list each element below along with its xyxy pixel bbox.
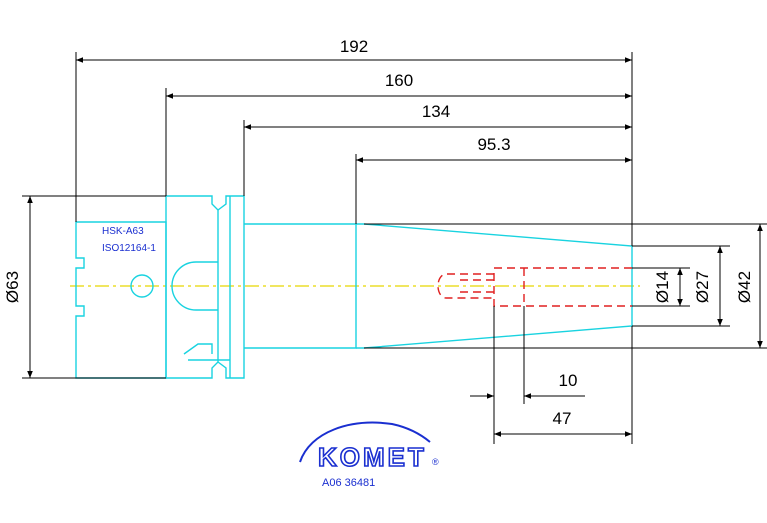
dimension-lines <box>27 57 763 437</box>
logo-text: KOMET <box>318 442 427 472</box>
logo-trademark: ® <box>432 457 439 467</box>
dim-body-dia: Ø42 <box>735 271 754 303</box>
hidden-bore <box>437 267 632 307</box>
komet-logo: KOMET ® A06 36481 <box>299 421 439 489</box>
dim-tip-dia: Ø27 <box>693 271 712 303</box>
dim-depth-47: 47 <box>553 409 572 428</box>
part-code: A06 36481 <box>322 477 375 489</box>
dim-depth-10: 10 <box>559 371 578 390</box>
extension-lines <box>22 52 767 444</box>
dim-flange-dia: Ø63 <box>3 271 22 303</box>
dim-bore-dia: Ø14 <box>653 271 672 303</box>
part-outline <box>75 195 633 379</box>
standard-label: ISO12164-1 <box>102 243 156 254</box>
dim-length-95: 95.3 <box>477 135 510 154</box>
logo-swoosh <box>299 421 431 463</box>
interface-label: HSK-A63 <box>102 226 144 237</box>
dim-overall-length: 192 <box>340 37 368 56</box>
dim-length-134: 134 <box>422 102 450 121</box>
dim-length-160: 160 <box>385 71 413 90</box>
